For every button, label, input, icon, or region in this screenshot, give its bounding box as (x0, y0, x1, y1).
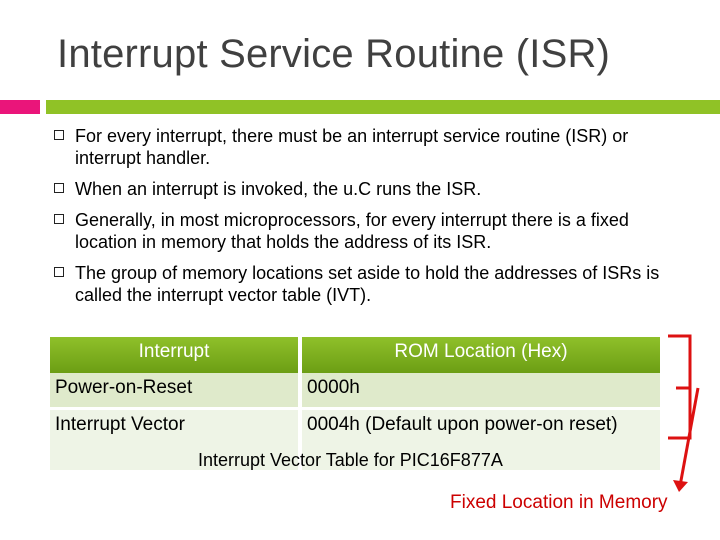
bullet-item: The group of memory locations set aside … (54, 262, 694, 306)
table-cell: Power-on-Reset (50, 373, 300, 410)
bullet-text: For every interrupt, there must be an in… (75, 126, 629, 168)
table-cell: Interrupt Vector (50, 408, 300, 470)
slide-title: Interrupt Service Routine (ISR) (57, 32, 611, 76)
table-row: Power-on-Reset 0000h (50, 373, 660, 410)
table-cell: 0004h (Default upon power-on reset) (298, 408, 660, 470)
square-bullet-icon (54, 214, 64, 224)
square-bullet-icon (54, 183, 64, 193)
accent-bar-pink (0, 100, 40, 114)
table-header-interrupt: Interrupt (50, 337, 300, 373)
bullet-list: For every interrupt, there must be an in… (54, 125, 694, 315)
pointer-arrow-head (673, 480, 688, 492)
bullet-text: The group of memory locations set aside … (75, 263, 660, 305)
square-bullet-icon (54, 267, 64, 277)
table-header-rom-location: ROM Location (Hex) (298, 337, 660, 373)
fixed-location-label: Fixed Location in Memory (450, 492, 668, 513)
bullet-item: When an interrupt is invoked, the u.C ru… (54, 178, 694, 200)
bullet-item: For every interrupt, there must be an in… (54, 125, 694, 169)
table-row: Interrupt Vector 0004h (Default upon pow… (50, 408, 660, 470)
bullet-text: When an interrupt is invoked, the u.C ru… (75, 179, 482, 199)
red-bracket-arrow-icon (668, 334, 700, 492)
bullet-item: Generally, in most microprocessors, for … (54, 209, 694, 253)
pointer-arrow-line (678, 387, 700, 487)
bullet-text: Generally, in most microprocessors, for … (75, 210, 629, 252)
square-bullet-icon (54, 130, 64, 140)
table-caption: Interrupt Vector Table for PIC16F877A (198, 450, 503, 470)
table-cell: 0000h (298, 373, 660, 410)
accent-bar-green (46, 100, 720, 114)
interrupt-vector-table: Interrupt ROM Location (Hex) Power-on-Re… (50, 337, 660, 470)
